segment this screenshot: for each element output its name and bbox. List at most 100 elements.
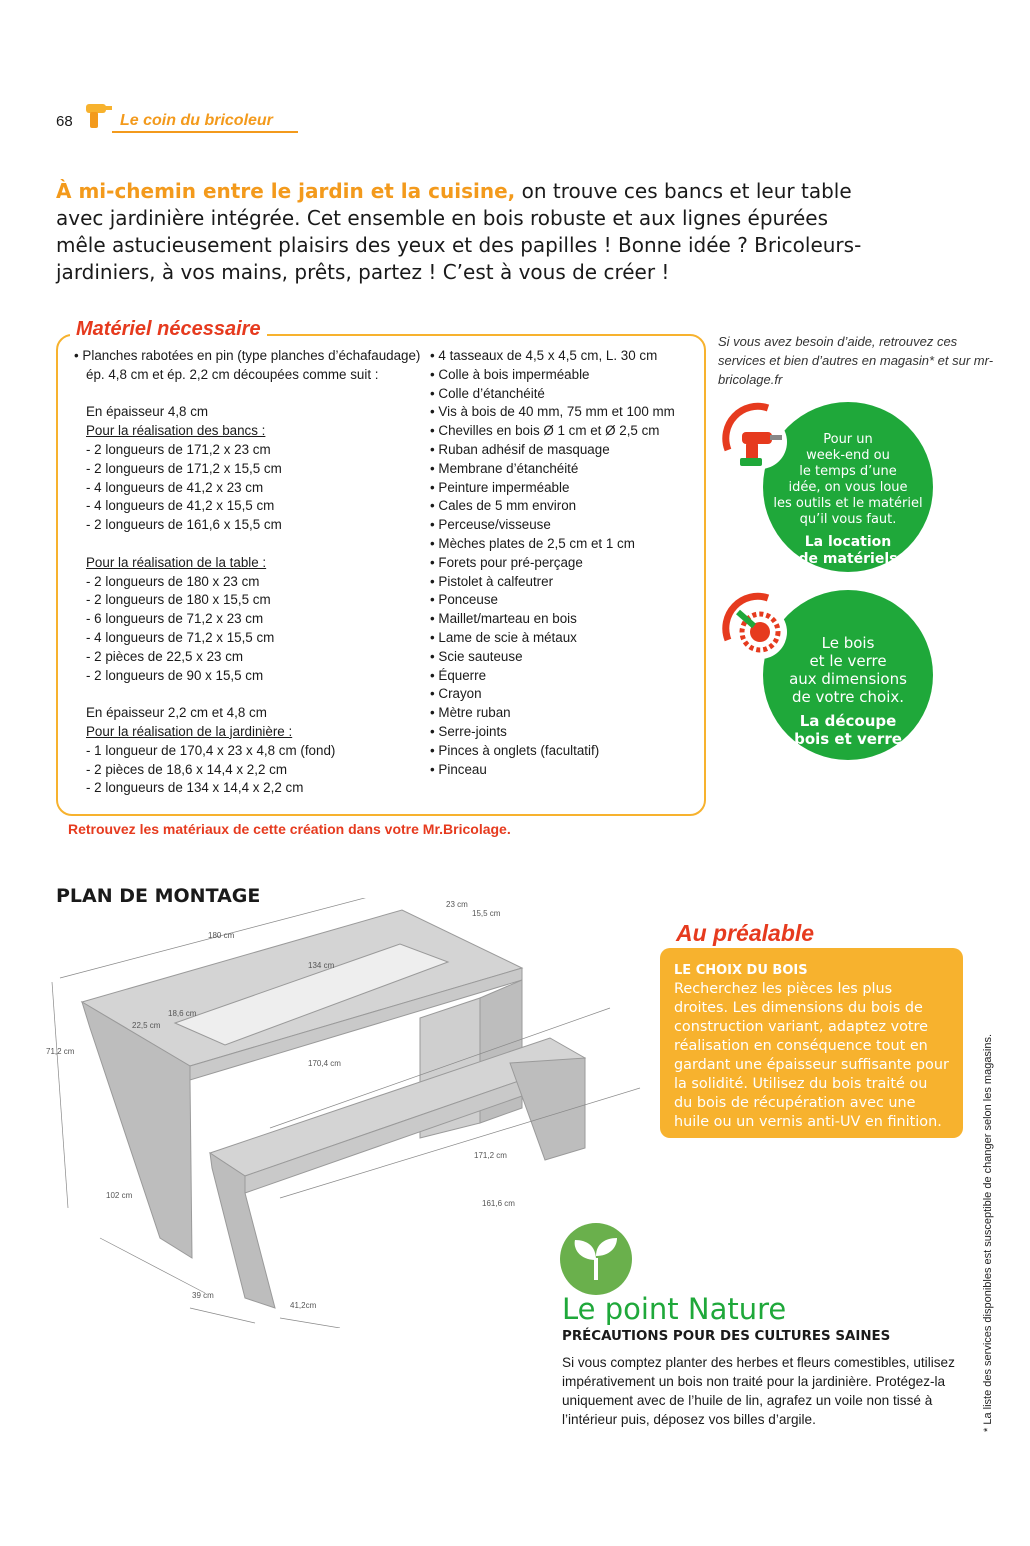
- dimension-label: 102 cm: [106, 1191, 133, 1200]
- list-item: • Équerre: [430, 667, 487, 683]
- list-item: • Mèches plates de 2,5 cm et 1 cm: [430, 535, 635, 551]
- list-item: - 2 pièces de 18,6 x 14,4 x 2,2 cm: [86, 761, 287, 777]
- dimension-label: 134 cm: [308, 961, 335, 970]
- list-item: • Colle d’étanchéité: [430, 385, 545, 401]
- drill-icon: [722, 402, 787, 469]
- subheading: En épaisseur 2,2 cm et 4,8 cm: [86, 705, 267, 721]
- dimension-label: 71,2 cm: [46, 1047, 75, 1056]
- service-text-line: week-end ou: [806, 448, 890, 463]
- nature-body: Si vous comptez planter des herbes et fl…: [562, 1355, 955, 1427]
- list-item: - 2 longueurs de 171,2 x 23 cm: [86, 441, 271, 457]
- prealable-box: LE CHOIX DU BOIS Recherchez les pièces l…: [660, 948, 963, 1138]
- list-item: • Serre-joints: [430, 723, 507, 739]
- dimension-lines: [51, 898, 641, 1328]
- materials-title: Matériel nécessaire: [70, 318, 267, 341]
- list-item: • Lame de scie à métaux: [430, 629, 577, 645]
- nature-title: Le point Nature: [562, 1292, 787, 1326]
- list-item: - 2 longueurs de 180 x 15,5 cm: [86, 592, 271, 608]
- list-item: - 2 longueurs de 161,6 x 15,5 cm: [86, 517, 282, 533]
- materials-left-column: • Planches rabotées en pin (type planche…: [74, 347, 434, 798]
- list-item: - 1 longueur de 170,4 x 23 x 4,8 cm (fon…: [86, 742, 336, 758]
- list-item: • Maillet/marteau en bois: [430, 611, 577, 627]
- dimension-label: 180 cm: [208, 931, 235, 940]
- service-text-line: Pour un: [823, 432, 873, 447]
- service-title-line: La location: [804, 534, 892, 550]
- list-item: • Scie sauteuse: [430, 648, 523, 664]
- list-item: • Pistolet à calfeutrer: [430, 573, 554, 589]
- list-item: - 4 longueurs de 41,2 x 15,5 cm: [86, 498, 275, 514]
- service-title-line: La découpe: [799, 712, 897, 730]
- circular-saw-icon: [722, 592, 787, 659]
- prealable-heading: LE CHOIX DU BOIS: [674, 963, 808, 978]
- list-item: • Cales de 5 mm environ: [430, 498, 577, 514]
- list-item: • Crayon: [430, 686, 482, 702]
- list-item: • Planches rabotées en pin (type planche…: [74, 348, 421, 363]
- service-title-line: de matériels: [798, 551, 898, 567]
- service-text-line: Le bois: [821, 634, 875, 652]
- dimension-label: 22,5 cm: [132, 1021, 161, 1030]
- service-text-line: le temps d’une: [799, 464, 897, 479]
- list-item: - 4 longueurs de 71,2 x 15,5 cm: [86, 629, 275, 645]
- service-location: Pour un week-end ou le temps d’une idée,…: [763, 402, 933, 572]
- section-title: Le coin du bricoleur: [120, 112, 273, 129]
- list-item: - 2 longueurs de 90 x 15,5 cm: [86, 667, 264, 683]
- list-item: • Pinces à onglets (facultatif): [430, 742, 600, 758]
- dimension-label: 171,2 cm: [474, 1151, 507, 1160]
- materials-footer: Retrouvez les matériaux de cette créatio…: [68, 821, 511, 837]
- side-note: * La liste des services disponibles est …: [982, 1033, 994, 1432]
- assembly-diagram: 180 cm 134 cm 23 cm 15,5 cm 18,6 cm 22,5…: [46, 898, 641, 1328]
- dimension-label: 23 cm: [446, 900, 468, 909]
- plan-title: PLAN DE MONTAGE: [56, 885, 261, 907]
- service-decoupe: Le bois et le verre aux dimensions de vo…: [763, 590, 933, 760]
- list-item: ép. 4,8 cm et ép. 2,2 cm découpées comme…: [86, 366, 379, 382]
- service-text-line: qu’il vous faut.: [799, 512, 897, 527]
- service-title-line: bois et verre: [794, 730, 902, 748]
- services-note: Si vous avez besoin d’aide, retrouvez ce…: [718, 334, 994, 387]
- intro-paragraph: À mi-chemin entre le jardin et la cuisin…: [56, 178, 876, 286]
- list-item: - 2 longueurs de 171,2 x 15,5 cm: [86, 460, 282, 476]
- service-text-line: idée, on vous loue: [788, 480, 908, 495]
- page-number: 68: [56, 113, 73, 130]
- dimension-label: 15,5 cm: [472, 909, 501, 918]
- dimension-label: 161,6 cm: [482, 1199, 515, 1208]
- intro-lead: À mi-chemin entre le jardin et la cuisin…: [56, 179, 516, 203]
- list-item: • Forets pour pré-perçage: [430, 554, 583, 570]
- list-item: • Ponceuse: [430, 592, 498, 608]
- list-item: • Colle à bois imperméable: [430, 366, 590, 382]
- prealable-title: Au préalable: [676, 920, 815, 946]
- list-item: • Ruban adhésif de masquage: [430, 441, 610, 457]
- subheading: Pour la réalisation de la table :: [86, 554, 267, 570]
- list-item: - 2 longueurs de 180 x 23 cm: [86, 573, 260, 589]
- list-item: - 6 longueurs de 71,2 x 23 cm: [86, 611, 264, 627]
- subheading: Pour la réalisation des bancs :: [86, 423, 266, 439]
- list-item: • Membrane d’étanchéité: [430, 460, 579, 476]
- dimension-label: 18,6 cm: [168, 1009, 197, 1018]
- table-diagram: [80, 909, 587, 1309]
- dimension-label: 41,2cm: [290, 1301, 317, 1310]
- service-text-line: aux dimensions: [789, 670, 907, 688]
- header-rule: [112, 131, 298, 133]
- subheading: En épaisseur 4,8 cm: [86, 404, 209, 420]
- service-text-line: de votre choix.: [791, 688, 905, 706]
- dimension-label: 39 cm: [192, 1291, 214, 1300]
- service-text-line: les outils et le matériel: [773, 496, 923, 511]
- drill-icon: [86, 104, 112, 128]
- service-text-line: et le verre: [809, 652, 887, 670]
- list-item: • Pinceau: [430, 761, 487, 777]
- list-item: - 4 longueurs de 41,2 x 23 cm: [86, 479, 264, 495]
- nature-heading: PRÉCAUTIONS POUR DES CULTURES SAINES: [562, 1329, 891, 1344]
- prealable-body: Recherchez les pièces les plus droites. …: [674, 981, 949, 1130]
- subheading: Pour la réalisation de la jardinière :: [86, 723, 293, 739]
- list-item: • Peinture imperméable: [430, 479, 570, 495]
- list-item: - 2 pièces de 22,5 x 23 cm: [86, 648, 244, 664]
- list-item: • Perceuse/visseuse: [430, 517, 551, 533]
- list-item: - 2 longueurs de 134 x 14,4 x 2,2 cm: [86, 780, 304, 796]
- dimension-label: 170,4 cm: [308, 1059, 341, 1068]
- list-item: • Chevilles en bois Ø 1 cm et Ø 2,5 cm: [430, 423, 660, 439]
- list-item: • 4 tasseaux de 4,5 x 4,5 cm, L. 30 cm: [430, 348, 658, 363]
- materials-right-column: • 4 tasseaux de 4,5 x 4,5 cm, L. 30 cm •…: [430, 347, 700, 779]
- materials-box: [56, 334, 706, 816]
- sprout-icon: [560, 1223, 632, 1295]
- list-item: • Mètre ruban: [430, 705, 511, 721]
- list-item: • Vis à bois de 40 mm, 75 mm et 100 mm: [430, 404, 675, 420]
